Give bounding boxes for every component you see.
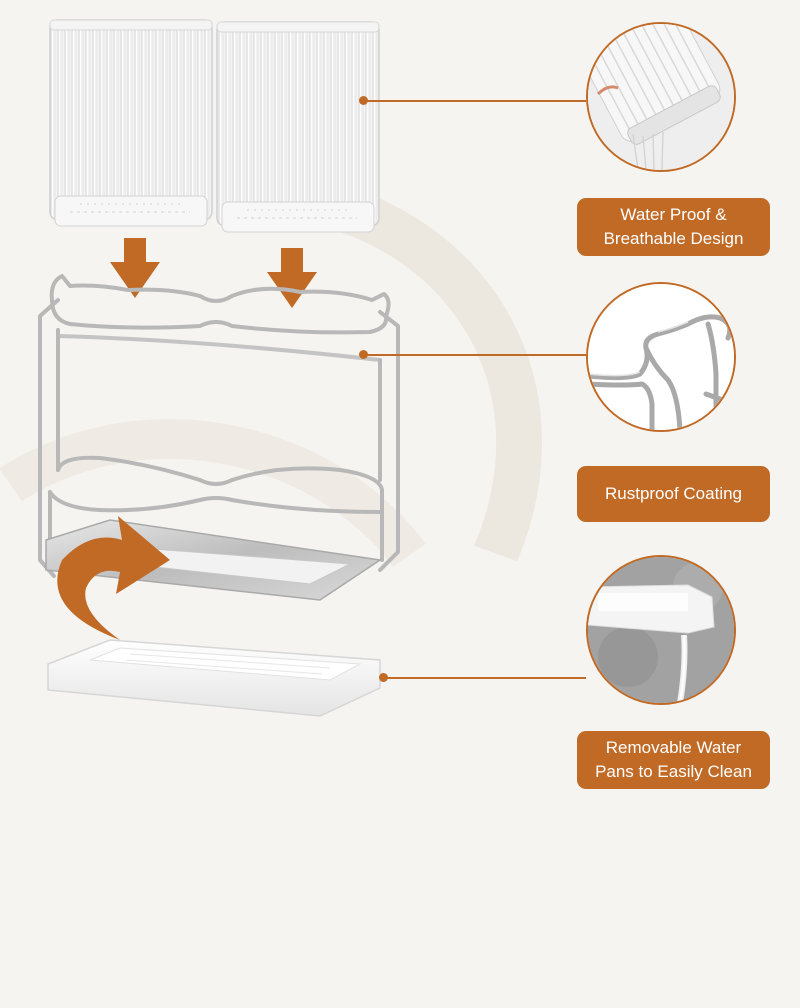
connector-line-rustproof [364,354,586,356]
removable-water-pan [47,639,381,717]
feature-label-line: Removable Water [605,738,742,757]
cup-bottom-detail-image [588,24,734,170]
connector-line-water-pan [384,677,586,679]
connector-line-water-proof [364,100,586,102]
steel-wire-rack [38,274,400,578]
connector-dot [359,350,368,359]
page: { "colors": { "accent": "#c06a26", "back… [0,19,770,1008]
tray-water-detail-image [588,557,734,703]
utensil-cup-right [216,21,380,233]
feature-label-line: Breathable Design [603,229,744,248]
connector-dot [359,96,368,105]
detail-circle-water-pan [586,555,736,705]
connector-dot [379,673,388,682]
feature-label-water-proof: Water Proof & Breathable Design [577,198,770,256]
feature-label-line: Water Proof & [620,205,727,224]
curved-arrow-icon [57,516,171,640]
down-arrow-icon [110,238,160,298]
feature-label-line: Rustproof Coating [604,484,743,503]
feature-label-line: Pans to Easily Clean [595,762,752,781]
feature-label-rustproof: Rustproof Coating [577,466,770,522]
utensil-cup-left [49,19,213,227]
product-illustration [38,19,400,717]
detail-circle-water-proof [586,22,736,172]
feature-label-water-pan: Removable Water Pans to Easily Clean [577,731,770,789]
detail-circle-rustproof [586,282,736,432]
down-arrow-icon [267,248,317,308]
wire-hook-detail-image [588,284,734,430]
